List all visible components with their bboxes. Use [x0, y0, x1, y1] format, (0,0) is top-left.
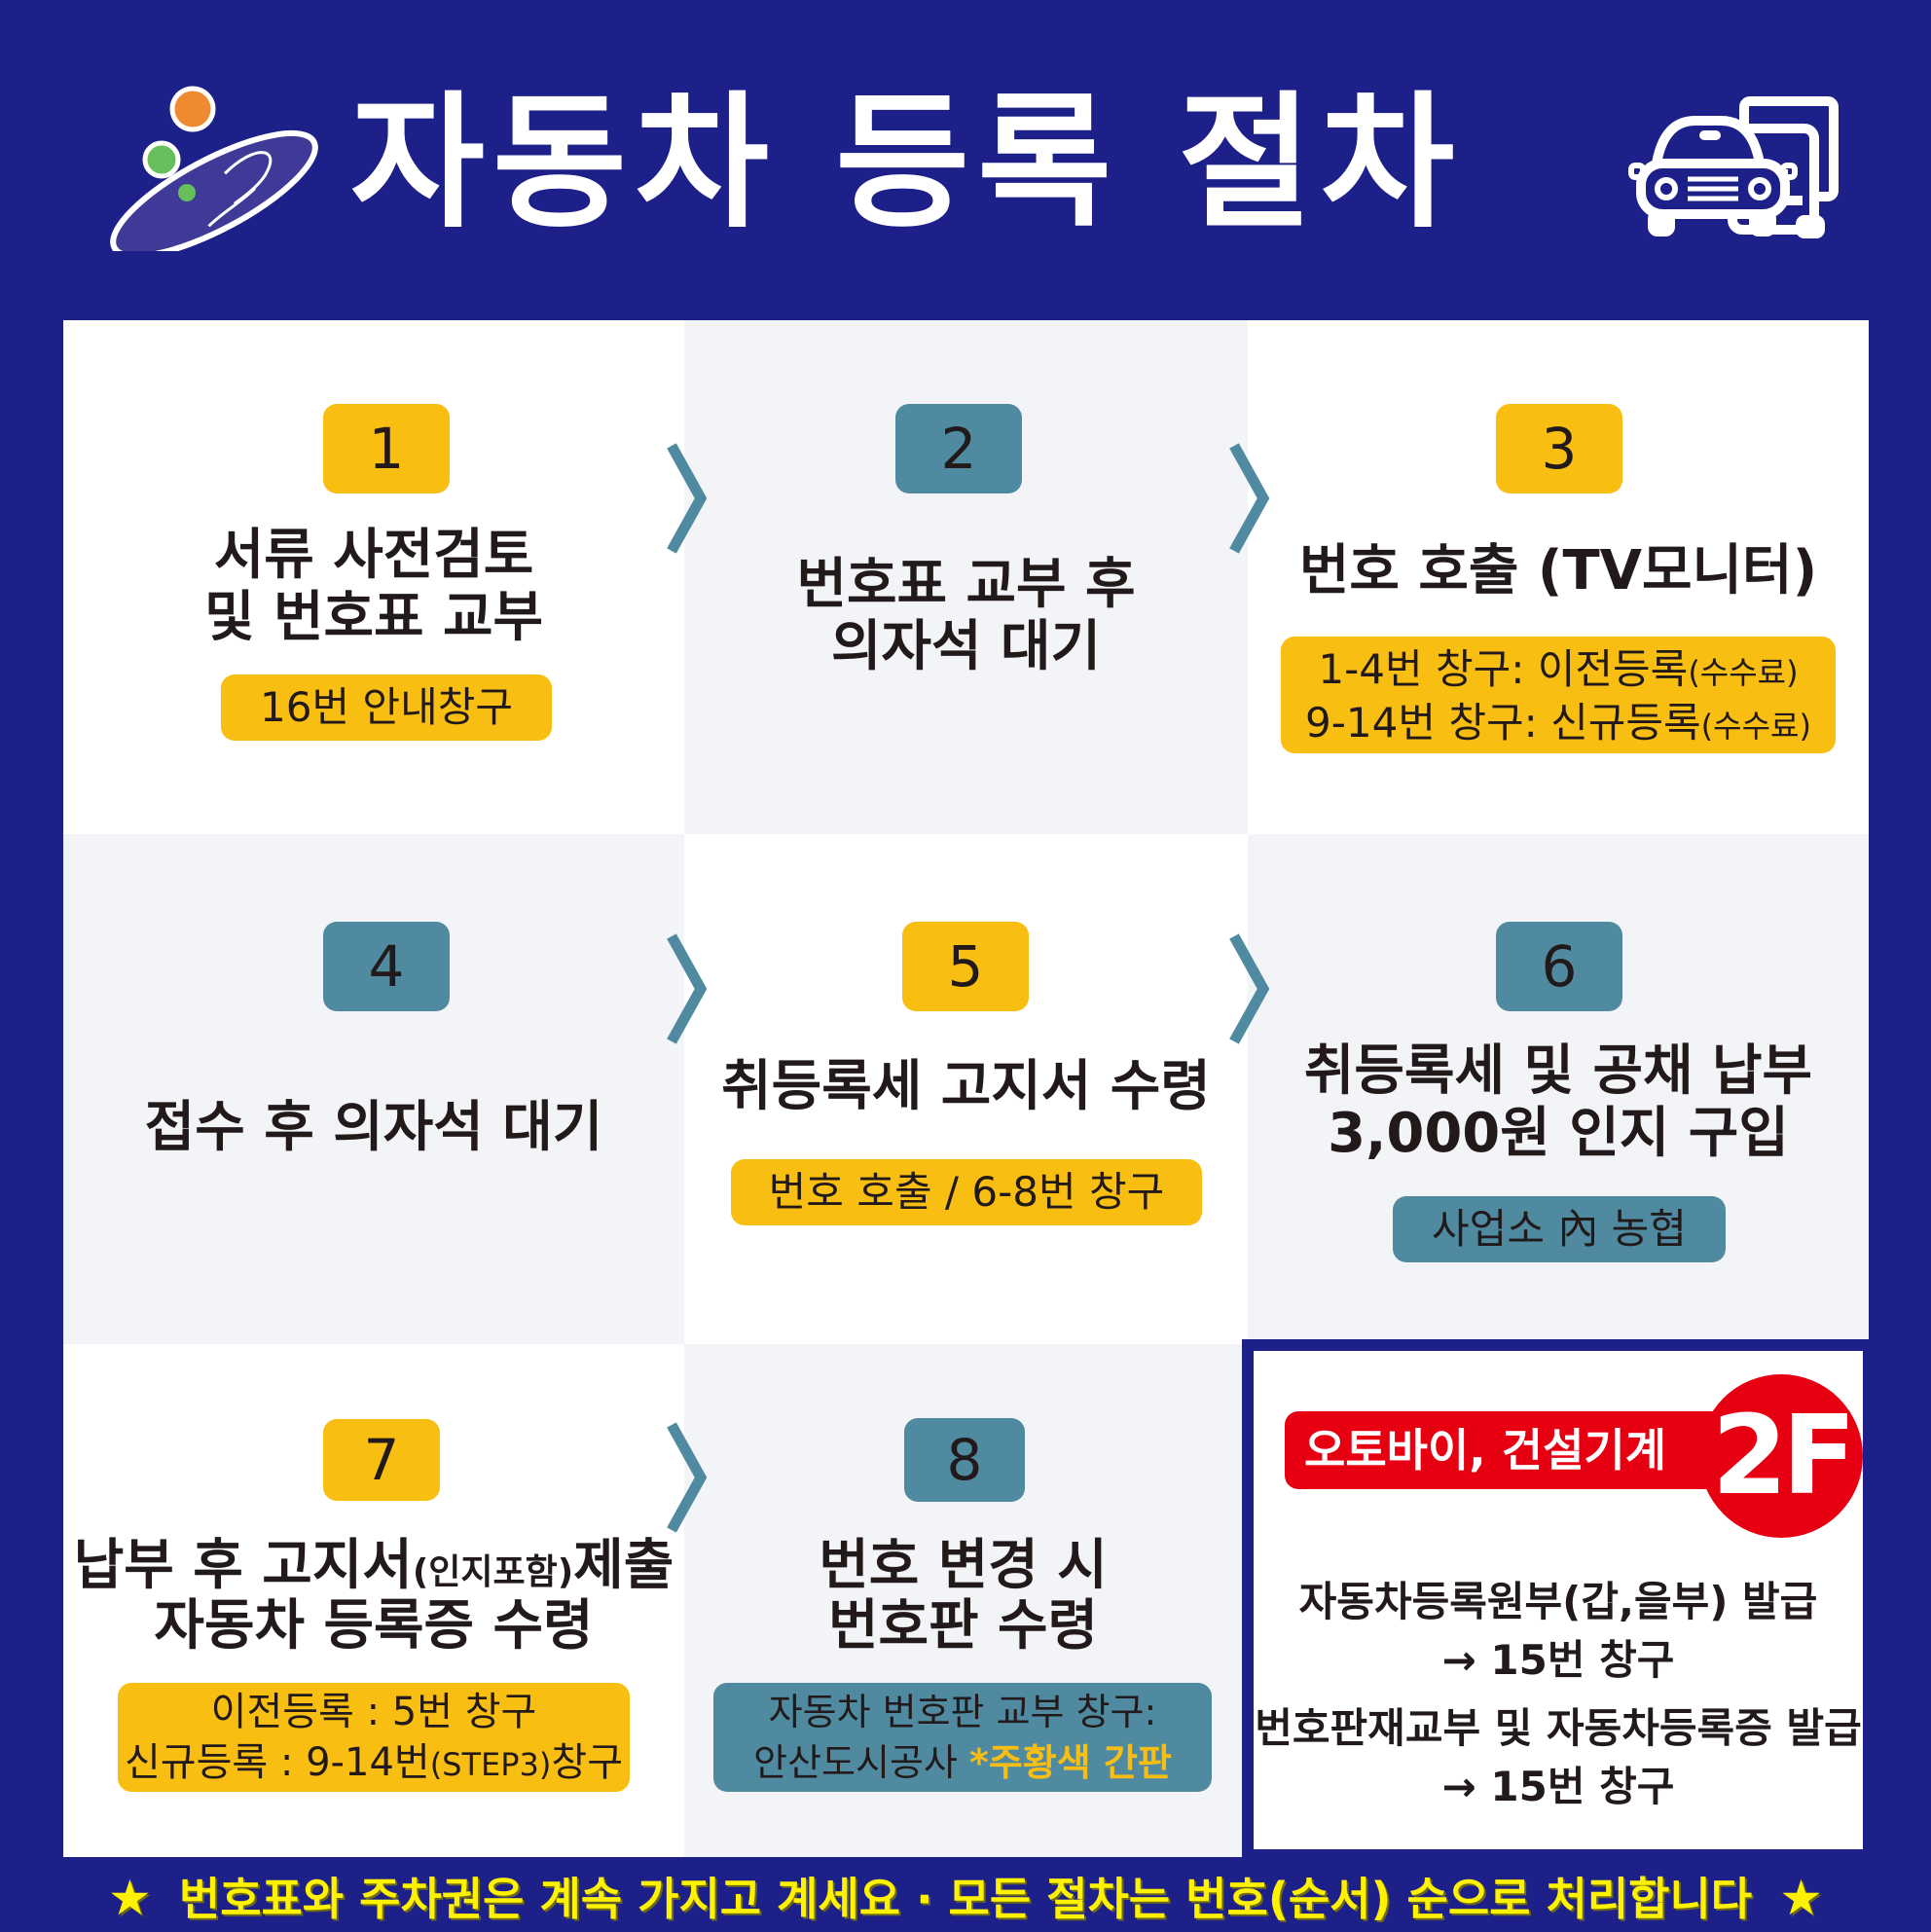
car-and-truck-icon — [1627, 93, 1841, 239]
organization-logo-icon — [97, 86, 331, 260]
location-note: 사업소 內 농협 — [1393, 1196, 1726, 1262]
chevron-right-icon — [1229, 933, 1270, 1044]
floor-service: 번호판재교부 및 자동차등록증 발급 — [1255, 1704, 1862, 1752]
window-note: 이전등록 : 5번 창구 신규등록 : 9-14번(STEP3)창구 — [118, 1683, 630, 1792]
step-title-line: 번호 호출 (TV모니터) — [1298, 539, 1818, 602]
chevron-right-icon — [667, 1422, 708, 1533]
floor-badge: 2F — [1699, 1374, 1863, 1538]
floor-window: → 15번 창구 — [1441, 1763, 1675, 1810]
step-title-line: 서류 사전검토 — [213, 524, 534, 587]
floor-window: → 15번 창구 — [1441, 1636, 1675, 1684]
step-number-badge: 7 — [323, 1419, 440, 1501]
page-title: 자동차 등록 절차 — [350, 79, 1463, 248]
window-note: 1-4번 창구: 이전등록(수수료) 9-14번 창구: 신규등록(수수료) — [1281, 637, 1836, 753]
second-floor-info-box: 오토바이, 건설기계 2F 자동차등록원부(갑,을부) 발급 → 15번 창구 … — [1242, 1339, 1875, 1861]
step-title-line: 접수 후 의자석 대기 — [144, 1096, 603, 1159]
footer-notice: ★ 번호표와 주차권은 계속 가지고 계세요 · 모든 절차는 번호(순서) 순으… — [0, 1865, 1931, 1931]
step-3-card: 3 번호 호출 (TV모니터) 1-4번 창구: 이전등록(수수료) 9-14번… — [1248, 320, 1869, 834]
step-title-line: 취등록세 및 공채 납부 — [1303, 1039, 1813, 1103]
second-floor-category-label: 오토바이, 건설기계 — [1285, 1411, 1742, 1489]
step-number-badge: 6 — [1496, 922, 1622, 1011]
star-icon: ★ — [1779, 1870, 1823, 1926]
step-1-card: 1 서류 사전검토 및 번호표 교부 16번 안내창구 — [63, 320, 684, 834]
step-6-card: 6 취등록세 및 공채 납부 3,000원 인지 구입 사업소 內 농협 — [1248, 834, 1869, 1344]
step-4-card: 4 접수 후 의자석 대기 — [63, 834, 684, 1344]
step-title-line: 자동차 등록증 수령 — [154, 1594, 594, 1658]
step-number-badge: 1 — [323, 404, 450, 493]
step-8-card: 8 번호 변경 시 번호판 수령 자동차 번호판 교부 창구: 안산도시공사 *… — [684, 1344, 1242, 1857]
chevron-right-icon — [1229, 443, 1270, 554]
plate-window-note: 자동차 번호판 교부 창구: 안산도시공사 *주황색 간판 — [713, 1683, 1212, 1792]
step-2-card: 2 번호표 교부 후 의자석 대기 — [684, 320, 1248, 834]
star-icon: ★ — [108, 1870, 152, 1926]
window-note-line: 자동차 번호판 교부 창구: — [768, 1691, 1157, 1733]
step-title-line: 3,000원 인지 구입 — [1328, 1102, 1789, 1165]
step-title-line: 취등록세 고지서 수령 — [721, 1055, 1211, 1118]
step-title-line: 의자석 대기 — [830, 615, 1102, 678]
window-note-line: 안산도시공사 *주황색 간판 — [753, 1741, 1172, 1784]
floor-service: 자동차등록원부(갑,을부) 발급 — [1298, 1578, 1818, 1625]
step-title-line: 번호표 교부 후 — [796, 553, 1136, 616]
step-number-badge: 3 — [1496, 404, 1622, 493]
window-note: 16번 안내창구 — [221, 674, 552, 741]
step-title-line: 번호 변경 시 — [819, 1534, 1108, 1597]
step-number-badge: 2 — [895, 404, 1022, 493]
step-number-badge: 4 — [323, 922, 450, 1011]
step-number-badge: 8 — [904, 1418, 1025, 1502]
step-7-card: 7 납부 후 고지서(인지포함)제출 자동차 등록증 수령 이전등록 : 5번 … — [63, 1344, 684, 1857]
chevron-right-icon — [667, 933, 708, 1044]
step-title-line: 번호판 수령 — [827, 1594, 1099, 1658]
window-note-line: 신규등록 : 9-14번(STEP3)창구 — [125, 1740, 623, 1785]
step-title-line: 및 번호표 교부 — [203, 586, 544, 649]
footer-text: 번호표와 주차권은 계속 가지고 계세요 · 모든 절차는 번호(순서) 순으로… — [178, 1873, 1753, 1925]
step-title-line: 납부 후 고지서(인지포함)제출 — [73, 1534, 674, 1597]
step-5-card: 5 취등록세 고지서 수령 번호 호출 / 6-8번 창구 — [684, 834, 1248, 1344]
window-note-line: 1-4번 창구: 이전등록(수수료) — [1318, 645, 1799, 693]
window-note-line: 9-14번 창구: 신규등록(수수료) — [1305, 699, 1811, 747]
step-number-badge: 5 — [902, 922, 1029, 1011]
window-note: 번호 호출 / 6-8번 창구 — [731, 1159, 1202, 1225]
window-note-line: 이전등록 : 5번 창구 — [210, 1690, 537, 1734]
chevron-right-icon — [667, 443, 708, 554]
